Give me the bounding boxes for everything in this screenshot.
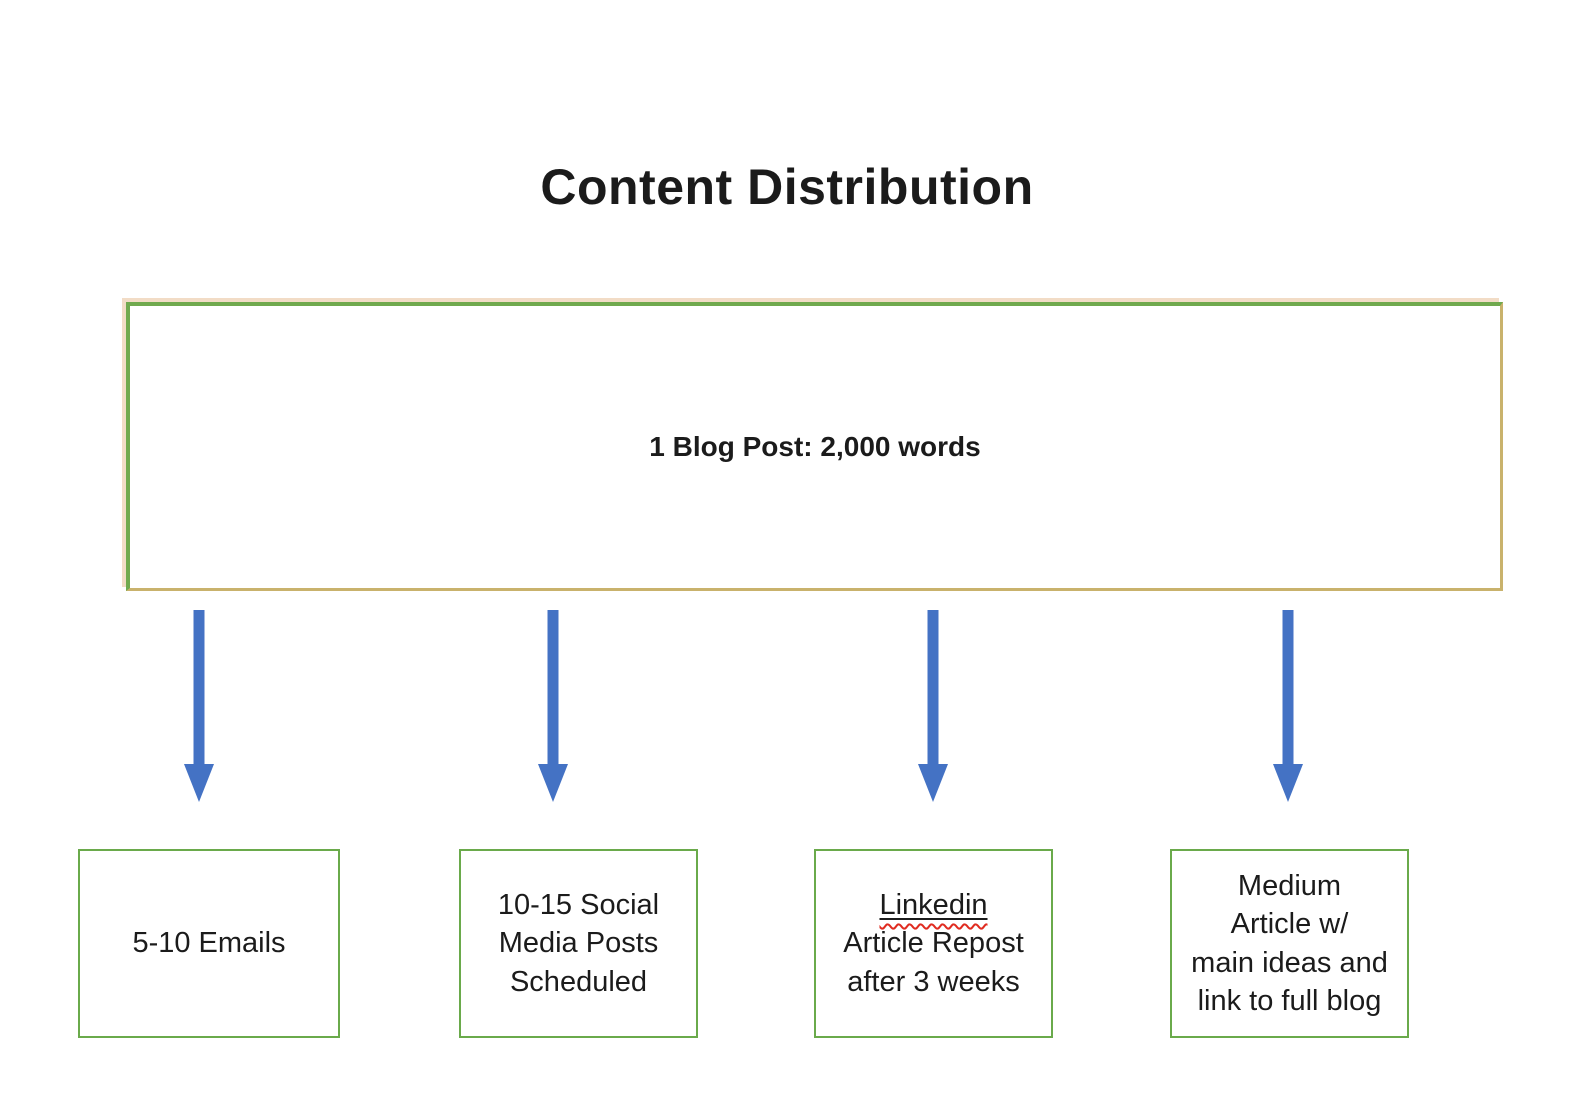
blog-post-label: 1 Blog Post: 2,000 words — [649, 431, 981, 462]
down-arrow-icon — [918, 610, 948, 802]
down-arrow-icon — [1273, 610, 1303, 802]
page-title: Content Distribution — [540, 159, 1034, 215]
down-arrow-icon — [538, 610, 568, 802]
box-line: main ideas and — [1191, 946, 1388, 979]
blog-post-box: 1 Blog Post: 2,000 words — [126, 302, 1503, 591]
spellcheck-squiggle: Linkedin — [879, 889, 988, 922]
box-line: link to full blog — [1197, 984, 1382, 1017]
box-line: Media Posts — [498, 927, 659, 960]
box-line: Article w/ — [1230, 908, 1349, 941]
emails-box: 5-10 Emails — [78, 849, 340, 1038]
underlined-word: Linkedin — [879, 889, 987, 921]
box-line: Article Repost — [843, 927, 1024, 960]
box-line: after 3 weeks — [847, 965, 1020, 998]
box-line: 10-15 Social — [497, 889, 660, 922]
box-line: 5-10 Emails — [132, 927, 286, 960]
box-line: Scheduled — [509, 965, 648, 998]
box-line: Linkedin — [879, 886, 987, 924]
medium-box: Medium Article w/ main ideas and link to… — [1170, 849, 1409, 1038]
social-media-box: 10-15 Social Media Posts Scheduled — [459, 849, 698, 1038]
linkedin-box: Linkedin Article Repost after 3 weeks — [814, 849, 1053, 1038]
box-line: Medium — [1237, 869, 1342, 902]
down-arrow-icon — [184, 610, 214, 802]
